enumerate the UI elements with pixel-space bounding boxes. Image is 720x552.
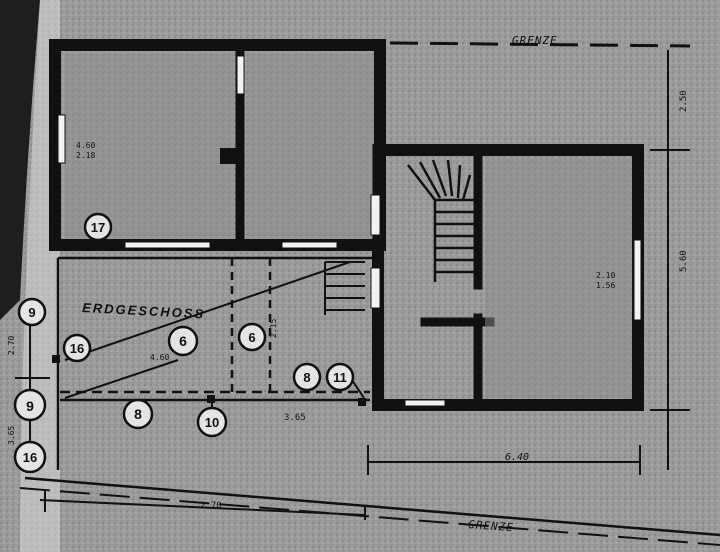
left-dark-edge	[0, 0, 40, 320]
room-c-floor	[485, 158, 631, 398]
chimney	[220, 148, 238, 164]
svg-text:16: 16	[70, 341, 84, 356]
walls	[49, 39, 644, 411]
marker-17: 17	[83, 212, 113, 242]
boundary-bottom-label: GRENZE	[468, 518, 515, 534]
marker-6-left: 6	[167, 325, 199, 357]
tick-marks	[52, 355, 366, 406]
svg-text:9: 9	[26, 398, 34, 414]
marker-9-bottom: 9	[13, 388, 47, 422]
dim-bottom-left: 2.70	[200, 501, 222, 511]
marker-10: 10	[196, 406, 228, 438]
dim-right-window: 2.10	[596, 271, 615, 280]
marker-6-right: 6	[237, 322, 267, 352]
dim-right-vertical-upper: 2.50	[679, 90, 689, 112]
svg-text:6: 6	[248, 330, 255, 345]
boundary-lines	[19, 41, 720, 546]
marker-8-left: 8	[122, 398, 154, 430]
dim-corridor-small: 4.60	[150, 353, 169, 362]
dim-bottom-right: 6.40	[505, 452, 529, 463]
window-annex-west	[370, 194, 381, 236]
svg-text:10: 10	[205, 415, 219, 430]
svg-text:6: 6	[179, 333, 187, 349]
room-b-floor	[247, 54, 373, 238]
svg-text:9: 9	[28, 305, 35, 320]
floor-label: ERDGESCHOSS	[82, 300, 206, 321]
window-bottom-right	[281, 241, 338, 249]
markers: 17 9 16 6 6 8 11 9	[13, 212, 355, 474]
marker-16-mid: 16	[62, 333, 92, 363]
windows	[57, 55, 642, 407]
dim-left-vertical-2: 3.65	[7, 426, 16, 445]
dim-bottom-segment: 3.65	[284, 413, 306, 423]
window-bottom-left	[124, 241, 211, 249]
dim-corridor-vertical: 2.15	[269, 319, 278, 338]
window-top-middle	[236, 55, 245, 95]
dim-right-window-2: 1.56	[596, 281, 615, 290]
dim-right-vertical-lower: 5.60	[679, 250, 689, 272]
dim-room1-window-2: 2.18	[76, 151, 95, 160]
marker-16-bottom: 16	[13, 440, 47, 474]
window-annex-bottom	[404, 399, 446, 407]
boundary-top-label: GRENZE	[512, 34, 558, 47]
svg-text:8: 8	[134, 406, 142, 422]
room-a-floor	[64, 54, 234, 238]
svg-text:11: 11	[333, 370, 347, 385]
marker-8-right: 8	[292, 362, 322, 392]
marker-9-top: 9	[17, 297, 47, 327]
svg-text:16: 16	[23, 450, 37, 465]
svg-text:8: 8	[303, 370, 310, 385]
dim-left-vertical: 2.70	[7, 336, 16, 355]
marker-11: 11	[325, 362, 355, 392]
window-left-wall	[57, 114, 66, 164]
window-annex-west-2	[370, 267, 381, 309]
window-annex-east	[633, 239, 642, 321]
svg-text:17: 17	[91, 220, 105, 235]
dim-room1-window: 4.60	[76, 141, 95, 150]
